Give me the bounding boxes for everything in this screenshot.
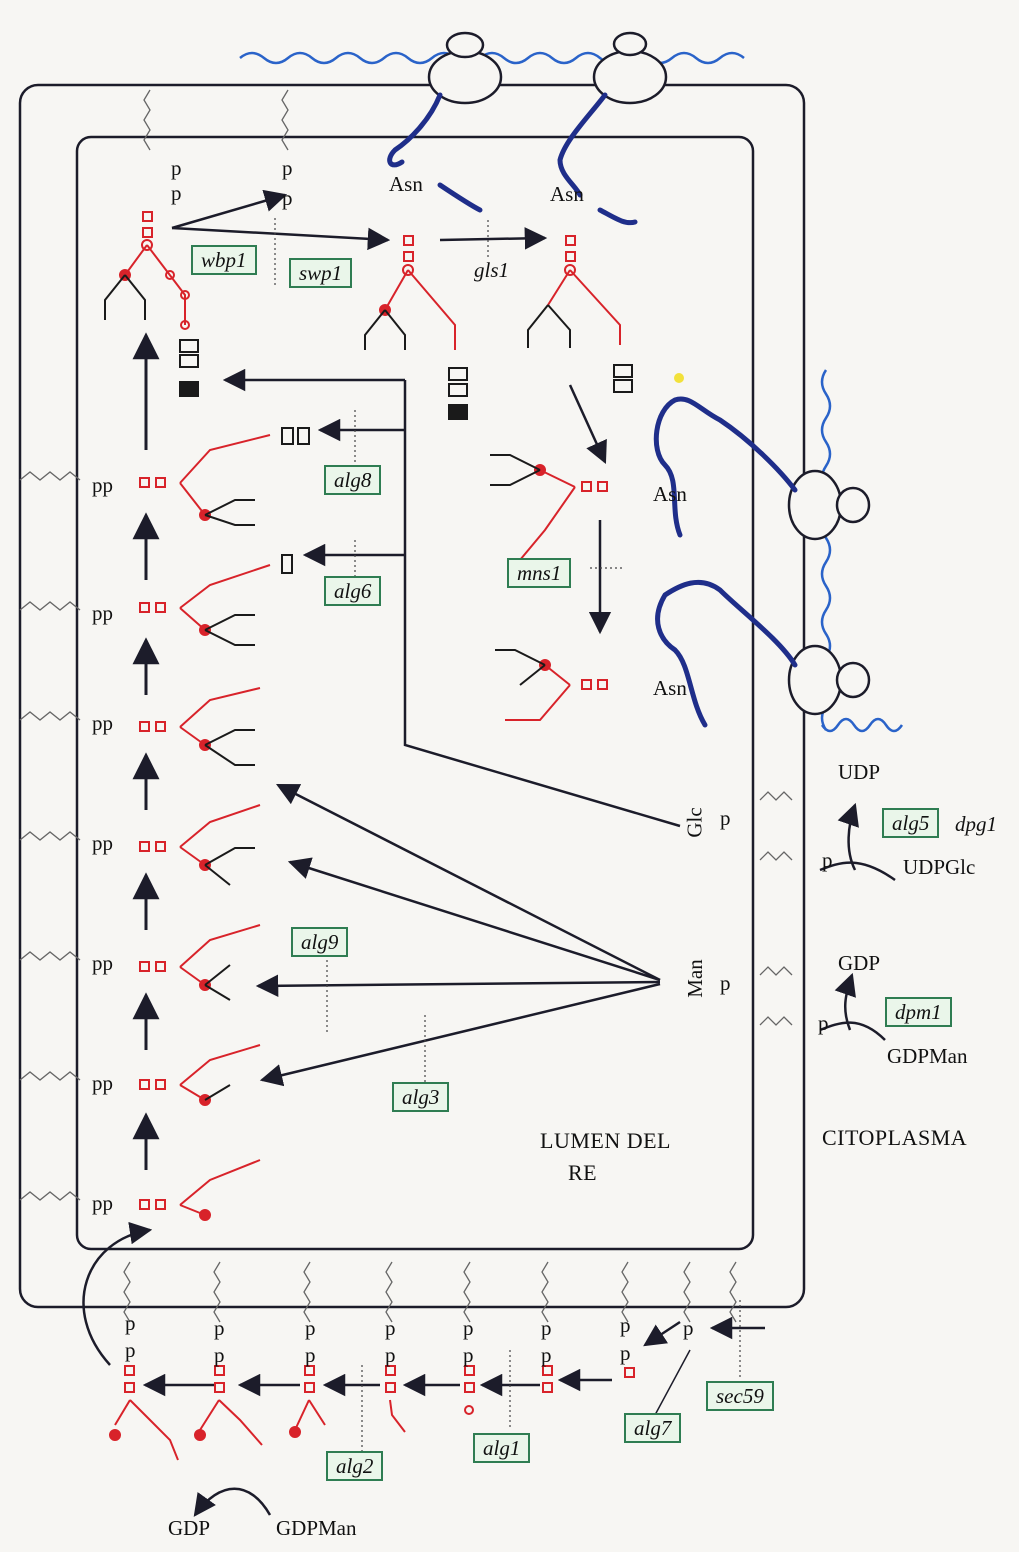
- phosphate-label: p: [620, 1313, 631, 1337]
- phosphate-label: p: [305, 1316, 316, 1340]
- udpglc-label: UDPGlc: [903, 855, 976, 879]
- phosphate-label: p: [282, 186, 293, 210]
- asn-label: Asn: [550, 182, 584, 206]
- gdpman-label: GDPMan: [276, 1516, 357, 1540]
- yellow-dot: [674, 373, 684, 383]
- phosphate-label: p: [720, 806, 731, 830]
- enzyme-alg8: alg8: [324, 465, 382, 495]
- asn-label: Asn: [653, 482, 687, 506]
- pyrophosphate-label: pp: [92, 1071, 113, 1095]
- enzyme-wbp1: wbp1: [191, 245, 257, 275]
- phosphate-label: p: [125, 1338, 136, 1362]
- phosphate-label: p: [125, 1311, 136, 1335]
- enzyme-alg7: alg7: [624, 1413, 682, 1443]
- phosphate-label: p: [385, 1343, 396, 1367]
- phosphate-label: p: [385, 1316, 396, 1340]
- alg7-connector: [654, 1349, 691, 1416]
- ribosome-1: [427, 31, 503, 105]
- phosphate-label: p: [620, 1341, 631, 1365]
- udp-label: UDP: [838, 760, 881, 784]
- phosphate-label: p: [282, 156, 293, 180]
- phosphate-label: p: [818, 1011, 829, 1035]
- enzyme-alg3: alg3: [392, 1082, 450, 1112]
- asn-label: Asn: [389, 172, 423, 196]
- pyrophosphate-label: pp: [92, 1191, 113, 1215]
- phosphate-label: p: [720, 971, 731, 995]
- phosphate-label: p: [305, 1343, 316, 1367]
- enzyme-alg2: alg2: [326, 1451, 384, 1481]
- enzyme-gls1: gls1: [474, 258, 510, 282]
- asn-label: Asn: [653, 676, 687, 700]
- pyrophosphate-label: pp: [92, 601, 113, 625]
- lumen-label-line2: RE: [568, 1160, 598, 1185]
- reaction-arrows: [82, 189, 896, 1517]
- man-label: Man: [682, 959, 707, 998]
- glc-label: Glc: [682, 807, 707, 838]
- ribosome-4: [787, 644, 871, 716]
- enzyme-mns1: mns1: [507, 558, 572, 588]
- phosphate-label: p: [683, 1316, 694, 1340]
- er-inner-membrane: [75, 135, 755, 1251]
- dolichol-anchors: [19, 89, 793, 1323]
- enzyme-alg9: alg9: [291, 927, 349, 957]
- lumen-label-line1: LUMEN DEL: [540, 1128, 671, 1153]
- lumen-glycans: [104, 211, 633, 1221]
- citoplasma-label: CITOPLASMA: [822, 1125, 968, 1150]
- ribosome-3: [787, 469, 871, 541]
- phosphate-label: p: [171, 181, 182, 205]
- phosphate-label: p: [214, 1316, 225, 1340]
- pyrophosphate-label: pp: [92, 473, 113, 497]
- pyrophosphate-label: pp: [92, 711, 113, 735]
- enzyme-alg1: alg1: [473, 1433, 531, 1463]
- nascent-protein-chains: [387, 92, 798, 728]
- gdp-label: GDP: [838, 951, 881, 975]
- cytoplasmic-glycans: [109, 1365, 635, 1461]
- phosphate-label: p: [463, 1343, 474, 1367]
- enzyme-alg5: alg5: [882, 808, 940, 838]
- phosphate-label: p: [822, 848, 833, 872]
- phosphate-label: p: [214, 1343, 225, 1367]
- enzyme-sec59: sec59: [706, 1381, 774, 1411]
- phosphate-label: p: [463, 1316, 474, 1340]
- enzyme-dpg1: dpg1: [955, 812, 997, 836]
- mrna-right-tail: [820, 717, 904, 733]
- pyrophosphate-label: pp: [92, 831, 113, 855]
- dotted-markers: [274, 218, 741, 1455]
- phosphate-label: p: [171, 156, 182, 180]
- enzyme-swp1: swp1: [289, 258, 353, 288]
- gdp-label: GDP: [168, 1516, 211, 1540]
- gdpman-label: GDPMan: [887, 1044, 968, 1068]
- pyrophosphate-label: pp: [92, 951, 113, 975]
- phosphate-label: p: [541, 1316, 552, 1340]
- enzyme-dpm1: dpm1: [885, 997, 952, 1027]
- ribosome-2: [592, 31, 668, 105]
- enzyme-alg6: alg6: [324, 576, 382, 606]
- phosphate-label: p: [541, 1343, 552, 1367]
